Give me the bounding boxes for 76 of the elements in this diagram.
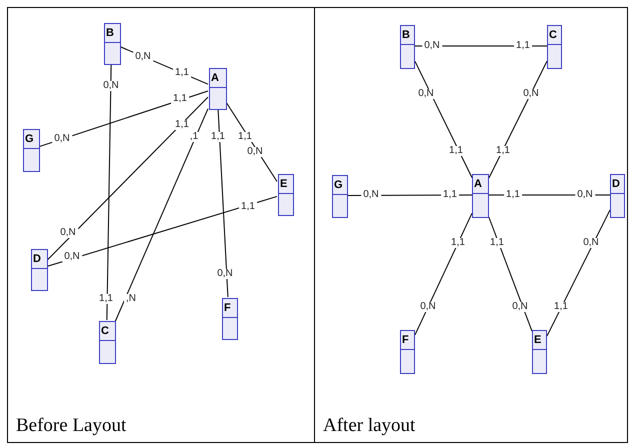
entity-box xyxy=(104,23,121,65)
panel-caption: Before Layout xyxy=(16,414,126,438)
connector-line xyxy=(348,194,472,196)
connector-line xyxy=(46,196,278,267)
connector-line xyxy=(46,96,208,261)
entity-box xyxy=(99,321,116,364)
panel-caption: After layout xyxy=(323,414,416,438)
cardinality-label: 0,N xyxy=(215,269,235,279)
cardinality-label: 1,1 xyxy=(173,120,191,130)
entity-name: B xyxy=(106,28,114,38)
entity-name: F xyxy=(402,334,409,346)
connector-line xyxy=(488,194,610,196)
entity-name: G xyxy=(334,180,343,190)
connector-line xyxy=(546,210,610,336)
entity-box xyxy=(222,298,238,340)
cardinality-label: 1,1 xyxy=(239,202,257,212)
entity-box xyxy=(610,174,625,218)
cardinality-label: 1,1 xyxy=(171,94,189,104)
cardinality-label: 1,1 xyxy=(97,294,115,304)
entity-box xyxy=(547,25,562,69)
cardinality-label: 0,N xyxy=(58,228,78,238)
cardinality-label: 0,N xyxy=(245,147,265,157)
connector-line xyxy=(218,108,228,298)
connector-line xyxy=(226,102,278,182)
cardinality-label: 0,N xyxy=(101,81,121,91)
connector-line xyxy=(414,212,472,336)
entity-name: D xyxy=(33,254,41,264)
connector-line xyxy=(106,64,112,320)
entity-box xyxy=(400,330,415,374)
entity-name: F xyxy=(224,302,231,314)
entity-name: G xyxy=(25,134,34,144)
cardinality-label: 0,N xyxy=(418,302,438,312)
entity-name: E xyxy=(534,334,542,346)
entity-name: D xyxy=(612,178,620,190)
cardinality-label: 0,N xyxy=(521,89,541,99)
entity-name: B xyxy=(402,30,410,40)
cardinality-label: ,1 xyxy=(188,132,200,142)
entity-box xyxy=(209,68,227,110)
entity-box xyxy=(532,330,547,374)
cardinality-label: 0,N xyxy=(575,190,595,200)
connector-line xyxy=(114,108,208,322)
entity-box xyxy=(23,129,40,172)
cardinality-label: 0,N xyxy=(416,89,436,99)
cardinality-label: 0,N xyxy=(361,190,381,200)
cardinality-label: 0,N xyxy=(62,252,82,262)
cardinality-label: 1,1 xyxy=(209,132,227,142)
cardinality-label: 0,N xyxy=(510,302,530,312)
cardinality-label: 1,1 xyxy=(488,238,506,248)
connector-line xyxy=(38,90,208,148)
connector-line xyxy=(414,60,472,178)
cardinality-label: 1,1 xyxy=(236,132,254,142)
entity-box xyxy=(31,249,48,291)
entity-name: A xyxy=(211,72,219,84)
entity-box xyxy=(472,174,489,218)
entity-name: C xyxy=(101,326,109,336)
cardinality-label: 1,1 xyxy=(447,146,465,156)
connector-line xyxy=(488,216,532,332)
entity-name: C xyxy=(549,30,557,40)
cardinality-label: 1,1 xyxy=(504,190,522,200)
cardinality-label: 0,N xyxy=(581,238,601,248)
cardinality-label: 1,1 xyxy=(494,146,512,156)
cardinality-label: 1,1 xyxy=(514,41,532,51)
cardinality-label: 0,N xyxy=(52,134,72,144)
cardinality-label: 0,N xyxy=(422,41,442,51)
entity-box xyxy=(278,174,294,216)
entity-box xyxy=(332,175,348,218)
entity-name: E xyxy=(280,178,288,190)
cardinality-label: 1,1 xyxy=(173,68,191,78)
entity-name: A xyxy=(474,178,482,190)
entity-box xyxy=(400,25,415,69)
cardinality-label: 1,1 xyxy=(449,238,467,248)
cardinality-label: 1,1 xyxy=(552,302,570,312)
cardinality-label: 0,N xyxy=(133,52,153,62)
connector-line xyxy=(488,60,548,178)
cardinality-label: ,N xyxy=(124,294,138,304)
cardinality-label: 1,1 xyxy=(441,190,459,200)
